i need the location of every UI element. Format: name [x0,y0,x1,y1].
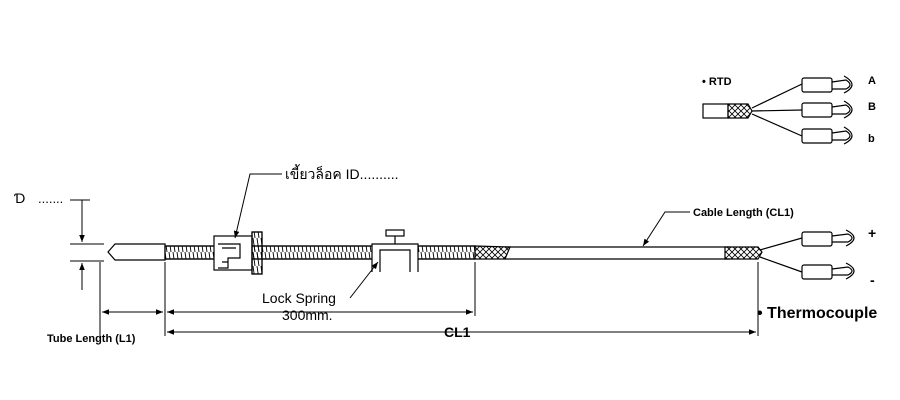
rtd-terminal-a [801,75,853,94]
rtd-label: • RTD [702,76,732,88]
rtd-b-label: b [868,133,875,145]
dimensions [70,173,759,340]
lock-nut-id-label: เขี้ยวล็อค ID.......... [285,164,399,182]
lock-spring-label: Lock Spring [262,290,336,306]
threaded-section [164,245,476,260]
tube-length-label: Tube Length (L1) [47,333,136,345]
diameter-value: ....... [38,191,63,206]
minus-label: - [870,272,875,288]
terminal-plus [801,229,855,247]
spring-length-label: 300mm. [282,307,333,323]
rtd-B-label: B [868,101,876,113]
lock-spring-clip [371,229,419,272]
tube-tip [107,243,166,261]
diameter-symbol: Ɗ [14,190,25,206]
rtd-a-label: A [868,75,876,87]
probe-assembly [107,229,855,280]
rtd-terminal-b [801,126,853,145]
braid-end [724,246,763,260]
lock-nut [213,231,263,275]
rtd-terminal-B [801,100,853,119]
thermocouple-label: • Thermocouple [757,305,877,322]
terminal-minus [801,262,855,280]
plus-label: + [868,225,876,241]
braid-transition [474,245,511,260]
cable-length-label: Cable Length (CL1) [693,207,794,219]
rtd-inset [702,75,853,145]
cl1-label: CL1 [444,324,471,340]
